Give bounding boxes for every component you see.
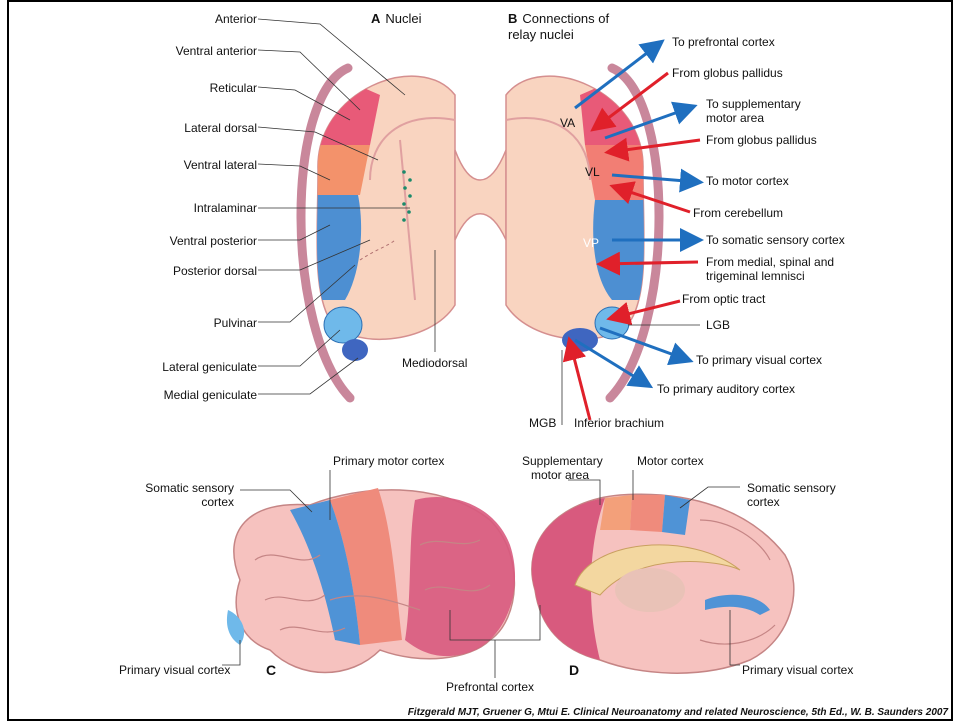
medial-geniculate-left	[342, 339, 368, 361]
label-mgb: MGB	[529, 416, 556, 430]
tag-vl: VL	[585, 165, 600, 179]
lgb-nucleus	[595, 307, 629, 339]
tag-va: VA	[560, 116, 575, 130]
label-intralaminar: Intralaminar	[194, 201, 257, 215]
label-sma-d-1: Supplementary	[522, 454, 603, 468]
thalamus-left	[300, 60, 455, 398]
label-medial-geniculate: Medial geniculate	[164, 388, 257, 402]
label-somatic-c-1: Somatic sensory	[145, 481, 234, 495]
label-to-sma-1: To supplementary	[706, 97, 801, 111]
label-to-motor: To motor cortex	[706, 174, 789, 188]
sensory-medial	[662, 495, 690, 535]
arrow-from-lemnisci	[602, 262, 698, 264]
label-somatic-d-2: cortex	[747, 495, 780, 509]
label-to-sma-2: motor area	[706, 111, 764, 125]
label-pulvinar: Pulvinar	[214, 316, 257, 330]
thalamic-bridge	[455, 150, 506, 240]
label-reticular: Reticular	[210, 81, 257, 95]
label-to-somatic: To somatic sensory cortex	[706, 233, 845, 247]
pulvinar-left	[324, 307, 362, 343]
label-from-lemnisci-2: trigeminal lemnisci	[706, 269, 805, 283]
label-mediodorsal: Mediodorsal	[402, 356, 467, 370]
panel-b-header-line2: relay nuclei	[508, 27, 574, 42]
label-primary-motor: Primary motor cortex	[333, 454, 444, 468]
panel-d-letter: D	[569, 662, 579, 678]
label-inferior-brachium: Inferior brachium	[574, 416, 664, 430]
label-ventral-lateral: Ventral lateral	[184, 158, 257, 172]
label-lateral-geniculate: Lateral geniculate	[162, 360, 257, 374]
arrow-to-prefrontal	[575, 43, 660, 108]
label-lateral-dorsal: Lateral dorsal	[184, 121, 257, 135]
brain-lateral	[227, 488, 515, 673]
label-somatic-c-2: cortex	[201, 495, 234, 509]
citation: Fitzgerald MJT, Gruener G, Mtui E. Clini…	[408, 707, 948, 718]
arrow-inferior-brachium	[570, 342, 590, 420]
label-prefrontal: Prefrontal cortex	[446, 680, 534, 694]
label-ventral-posterior: Ventral posterior	[170, 234, 257, 248]
label-sma-d-2: motor area	[531, 468, 589, 482]
label-somatic-d-1: Somatic sensory	[747, 481, 836, 495]
tag-vp: VP	[583, 236, 599, 250]
label-from-gp-2: From globus pallidus	[706, 133, 817, 147]
panel-c-letter: C	[266, 662, 276, 678]
ventral-lateral-nucleus-left	[300, 145, 370, 195]
label-ventral-anterior: Ventral anterior	[176, 44, 257, 58]
label-posterior-dorsal: Posterior dorsal	[173, 264, 257, 278]
motor-medial	[630, 495, 665, 532]
label-to-prefrontal: To prefrontal cortex	[672, 35, 775, 49]
label-from-lemnisci-1: From medial, spinal and	[706, 255, 834, 269]
thalamus-medial	[615, 568, 685, 612]
label-motor-d: Motor cortex	[637, 454, 704, 468]
label-anterior: Anterior	[215, 12, 257, 26]
label-to-auditory: To primary auditory cortex	[657, 382, 795, 396]
label-lgb: LGB	[706, 318, 730, 332]
label-from-optic: From optic tract	[682, 292, 765, 306]
sma-medial	[600, 495, 632, 530]
label-to-visual: To primary visual cortex	[696, 353, 822, 367]
label-from-gp-1: From globus pallidus	[672, 66, 783, 80]
label-primary-visual-d: Primary visual cortex	[742, 663, 853, 677]
mgb-nucleus	[562, 328, 598, 352]
label-from-cerebellum: From cerebellum	[693, 206, 783, 220]
label-primary-visual-c: Primary visual cortex	[119, 663, 230, 677]
thalamus-right	[506, 60, 660, 398]
brain-medial	[532, 494, 794, 673]
